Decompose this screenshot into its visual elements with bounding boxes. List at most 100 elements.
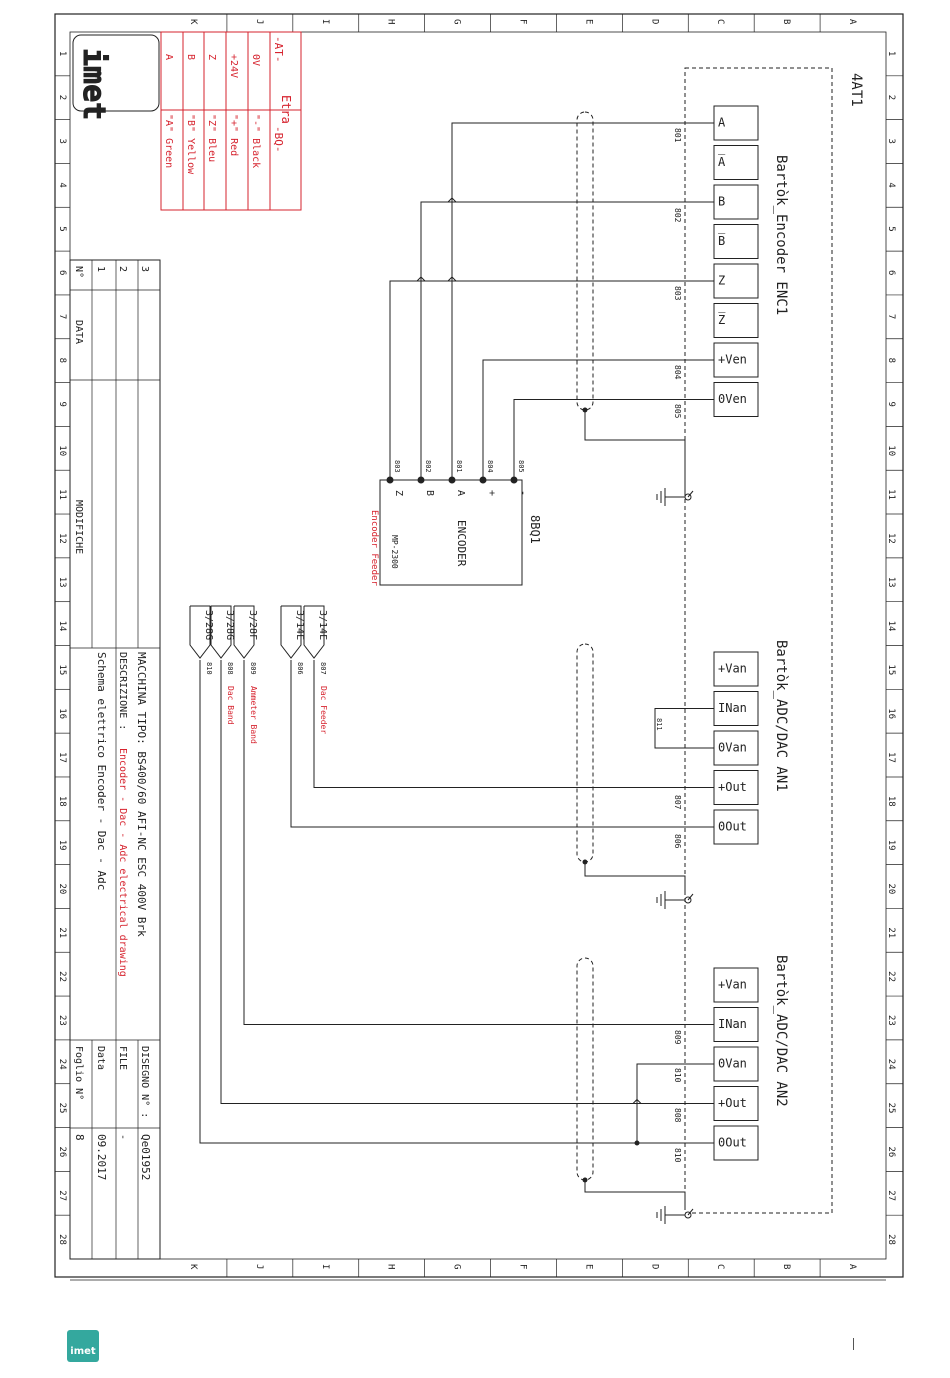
tb-descr-label: DESCRIZIONE : — [117, 652, 128, 730]
col-label-top-A: A — [847, 19, 857, 25]
ground-an2 — [656, 1206, 694, 1224]
row-label-right-7: 7 — [886, 314, 896, 319]
terminal-encoder-4 — [713, 263, 759, 299]
terminal-label-an1-2: 0Van — [718, 741, 747, 755]
legend-right-0: "-" Black — [250, 114, 261, 168]
wire-label-808: 808 — [673, 1108, 682, 1123]
legend-right-2: "Z" Bleu — [206, 114, 217, 162]
col-label-bottom-K: K — [188, 1264, 198, 1270]
tb-descr-it: Schema elettrico Encoder - Dac - Adc — [95, 652, 108, 890]
col-label-bottom-J: J — [254, 1264, 264, 1269]
encoder-device-name: ENCODER — [455, 520, 468, 567]
tb-n-value-1: 2 — [117, 266, 128, 272]
terminal-encoder-1 — [713, 145, 759, 180]
row-label-left-6: 6 — [57, 270, 67, 275]
row-label-right-24: 24 — [886, 1059, 896, 1070]
tb-data-label: DATA — [73, 320, 84, 344]
tb-foglio-value: 8 — [73, 1134, 86, 1141]
col-label-top-H: H — [386, 19, 396, 24]
terminal-label-an1-4: 0Out — [718, 820, 747, 834]
legend-left-0: 0V — [250, 54, 261, 66]
encoder-pin-2 — [448, 476, 456, 484]
encoder-pin-wire-1: 802 — [424, 460, 432, 473]
col-label-top-C: C — [715, 19, 725, 24]
row-label-right-17: 17 — [886, 752, 896, 763]
terminal-label-encoder-5: Z̅ — [718, 312, 726, 327]
col-label-bottom-E: E — [583, 1264, 593, 1269]
wire-810a — [636, 1063, 714, 1143]
row-label-left-9: 9 — [57, 401, 67, 406]
encoder-pin-wire-3: 804 — [486, 460, 494, 473]
terminal-label-an2-0: +Van — [718, 978, 747, 992]
encoder-pin-wire-0: 803 — [393, 460, 401, 473]
terminal-label-encoder-2: B — [718, 195, 725, 209]
row-label-left-10: 10 — [57, 445, 67, 456]
ground-diag — [687, 893, 694, 901]
encoder-pin-label-0: Z — [393, 490, 404, 496]
row-label-left-25: 25 — [57, 1103, 67, 1114]
row-label-left-18: 18 — [57, 796, 67, 807]
wire-809 — [243, 660, 714, 1025]
terminal-encoder-5 — [713, 303, 759, 338]
terminal-an1-3 — [713, 770, 759, 805]
shield-an2 — [576, 957, 594, 1181]
reference-arrow — [280, 605, 302, 659]
row-label-right-26: 26 — [886, 1146, 896, 1157]
encoder-pin-0 — [386, 476, 394, 484]
reference-label-2: Ammeter Band — [249, 686, 258, 744]
terminal-label-an2-4: 0Out — [718, 1136, 747, 1150]
row-label-left-7: 7 — [57, 314, 67, 319]
col-label-bottom-D: D — [649, 1264, 659, 1269]
reference-wire-1: 808 — [226, 662, 234, 675]
row-label-left-14: 14 — [57, 621, 67, 632]
tb-descr-red: Encoder - Dac - Adc electrical drawing — [117, 748, 128, 977]
reference-wire-2: 809 — [249, 662, 257, 675]
col-label-bottom-F: F — [518, 1264, 528, 1269]
wire-label-802: 802 — [673, 208, 682, 223]
row-label-left-3: 3 — [57, 139, 67, 144]
wire-label-803: 803 — [673, 286, 682, 301]
tb-n-value-2: 3 — [139, 266, 150, 272]
row-label-left-24: 24 — [57, 1059, 67, 1070]
col-label-top-E: E — [583, 19, 593, 24]
legend-bq: -BQ- — [272, 126, 285, 153]
shield-drain-an1 — [584, 862, 686, 895]
ground-diag — [687, 1208, 694, 1216]
wire-label-806: 806 — [673, 834, 682, 849]
row-label-right-12: 12 — [886, 533, 896, 544]
tb-modifiche-label: MODIFICHE — [73, 500, 84, 554]
wire-803 — [389, 276, 714, 480]
block-title-an2: Bartòk_ADC/DAC AN2 — [773, 955, 789, 1107]
col-label-bottom-I: I — [320, 1264, 330, 1269]
frame-logo-text: imet — [76, 48, 111, 120]
wire-808 — [220, 660, 714, 1104]
tb-data2-label: Data — [95, 1046, 106, 1070]
row-label-left-12: 12 — [57, 533, 67, 544]
terminal-an1-1 — [713, 691, 759, 726]
legend-box — [160, 31, 302, 211]
col-label-top-F: F — [518, 19, 528, 24]
junction-810 — [634, 1140, 640, 1146]
ground-encoder — [656, 488, 694, 506]
wire-807 — [313, 660, 714, 788]
row-label-left-23: 23 — [57, 1015, 67, 1026]
row-label-right-27: 27 — [886, 1190, 896, 1201]
imet-logo: imet — [67, 1330, 99, 1362]
row-label-left-26: 26 — [57, 1146, 67, 1157]
row-label-right-14: 14 — [886, 621, 896, 632]
reference-arrow — [210, 605, 232, 659]
wire-label-801: 801 — [673, 128, 682, 143]
block-title-an1: Bartòk_ADC/DAC AN1 — [773, 640, 789, 792]
legend-etra: Etra — [279, 95, 293, 124]
reference-arrow — [233, 605, 255, 659]
row-label-right-23: 23 — [886, 1015, 896, 1026]
encoder-pin-label-1: B — [424, 490, 435, 496]
reference-tag-0: 3/28G — [203, 610, 214, 640]
legend-left-1: +24V — [228, 54, 239, 78]
wire-label-805: 805 — [673, 404, 682, 419]
col-label-top-J: J — [254, 19, 264, 24]
wire-label-804: 804 — [673, 365, 682, 380]
col-label-bottom-B: B — [781, 1264, 791, 1269]
encoder-pin-label-2: A — [455, 490, 466, 496]
